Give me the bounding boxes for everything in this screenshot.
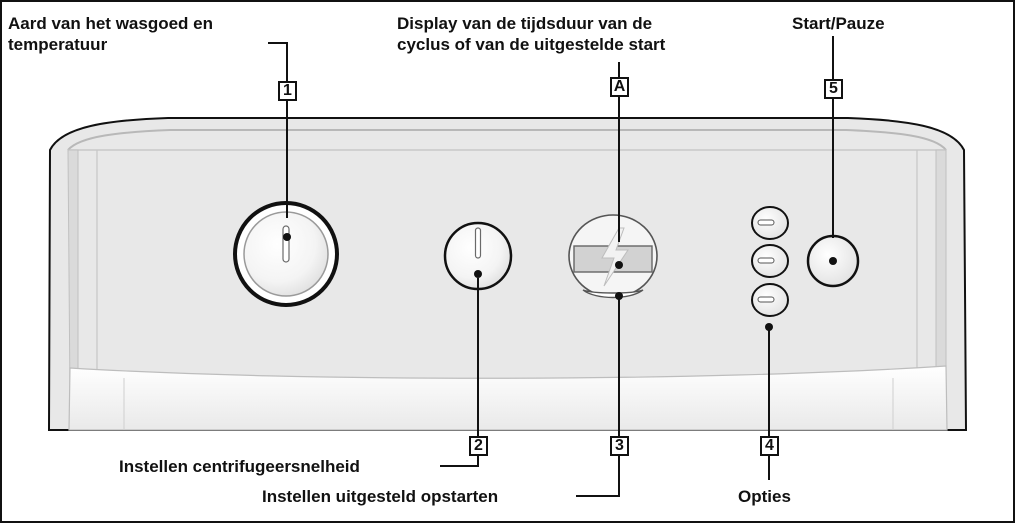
pointer-dot-spin — [474, 270, 482, 278]
callout-3: 3 — [610, 436, 629, 456]
pointer-dot-delay — [615, 292, 623, 300]
programme-selector-knob[interactable] — [233, 201, 339, 307]
label-display: Display van de tijdsduur van de cyclus o… — [397, 13, 665, 55]
label-fabric-temperature: Aard van het wasgoed en temperatuur — [8, 13, 213, 55]
label-spin-speed: Instellen centrifugeersnelheid — [119, 457, 360, 476]
panel-left-strip — [67, 149, 79, 399]
option-button-3[interactable] — [751, 283, 789, 317]
label-delayed-start: Instellen uitgesteld opstarten — [262, 487, 499, 506]
panel-top-bevel — [67, 129, 947, 151]
label-fabric-temperature-line-1: Aard van het wasgoed en — [8, 14, 213, 33]
leader-lines — [268, 36, 834, 497]
label-display-line-2: cyclus of van de uitgestelde start — [397, 35, 666, 54]
callout-4: 4 — [760, 436, 779, 456]
label-start-pause: Start/Pauze — [792, 14, 885, 33]
pointer-dot-start — [829, 257, 837, 265]
callout-a: A — [610, 77, 629, 97]
label-fabric-temperature-line-2: temperatuur — [8, 35, 108, 54]
callout-2: 2 — [469, 436, 488, 456]
leader-spin-label — [440, 456, 479, 467]
display-unit — [568, 214, 658, 299]
leader-delay-label — [576, 456, 620, 497]
label-display-line-1: Display van de tijdsduur van de — [397, 14, 653, 33]
label-options: Opties — [738, 487, 791, 506]
option-button-2[interactable] — [751, 244, 789, 278]
panel-right-strip — [935, 149, 947, 399]
pointer-dot-display — [615, 261, 623, 269]
pointer-dot-options — [765, 323, 773, 331]
leader-fabric-temp — [268, 42, 288, 81]
panel-bottom-lip — [68, 365, 948, 431]
callout-1: 1 — [278, 81, 297, 101]
option-button-1[interactable] — [751, 206, 789, 240]
panel-body — [47, 117, 968, 431]
pointer-dot-programme — [283, 233, 291, 241]
delay-start-button[interactable] — [582, 289, 644, 299]
callout-5: 5 — [824, 79, 843, 99]
lightning-bolt-icon — [601, 227, 629, 287]
